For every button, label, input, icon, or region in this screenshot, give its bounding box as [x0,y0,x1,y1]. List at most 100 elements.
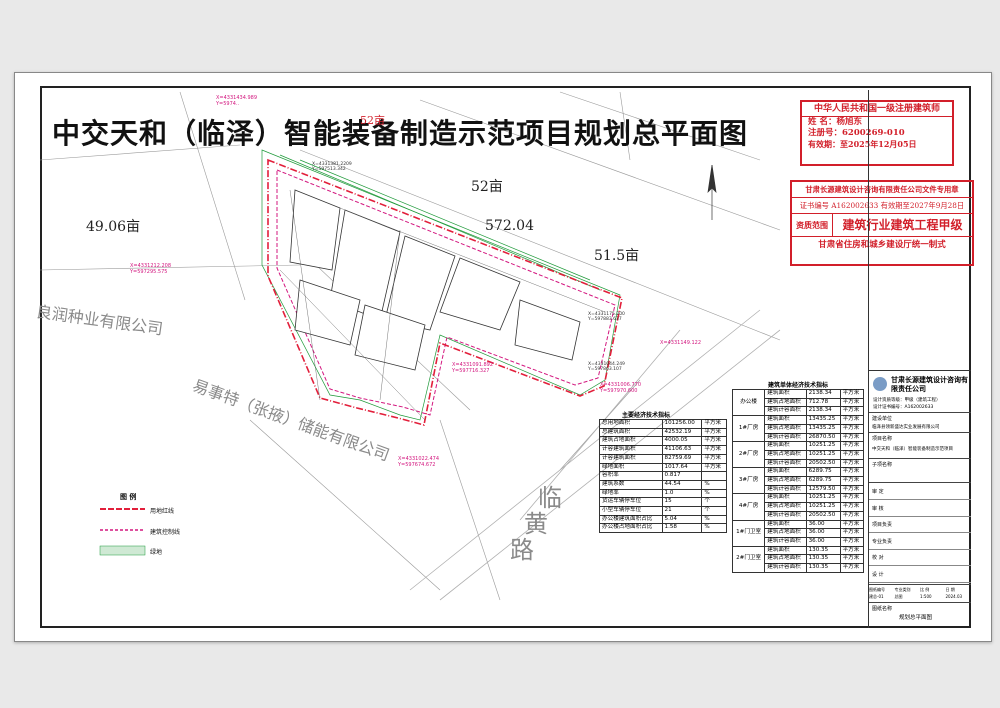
table-cell: 44.54 [661,479,703,490]
table-cell: 建筑面积 [764,467,807,478]
project-row: 项目名称 中交天和（临泽）智能装备制造示范项目 [869,432,971,459]
table-cell: 平方米 [839,467,865,478]
info-cell: 图纸编号建总-01 [869,586,894,600]
table-cell: 6289.75 [805,476,841,486]
table-cell: 建筑计容面积 [764,484,807,495]
coord-label: X=4331091.892 Y=597716.327 [452,362,494,374]
client-value: 临泽县领新盛达实业发展有限公司 [872,425,940,430]
client-row: 建设单位 临泽县领新盛达实业发展有限公司 [869,412,971,433]
table-cell: 建筑计容面积 [764,458,807,469]
architect-seal: 中华人民共和国一级注册建筑师 姓 名：杨旭东 注册号：6200269-010 有… [800,100,954,166]
sub-project-label: 子项名称 [872,462,893,468]
table-cell: 130.35 [805,563,841,573]
table-cell: 建筑计容面积 [764,406,807,417]
table-cell: 个 [701,497,727,508]
table-cell: 2138.34 [805,389,841,399]
drawing-name: 规划总平面图 [899,615,933,621]
drawing-frame [40,86,971,628]
sign-row: 设 计 [869,566,971,583]
table-cell: 42532.19 [661,427,703,438]
building-group-name: 2#门卫室 [731,545,766,573]
info-value: 建总-01 [869,594,884,599]
table-cell: % [701,488,727,499]
building-group-name: 3#厂房 [731,467,766,495]
sign-row-label: 设 计 [872,571,884,578]
table-cell: 6289.75 [805,467,841,478]
table-cell: 货运车辆停车位 [599,497,663,508]
project-value: 中交天和（临泽）智能装备制造示范项目 [872,447,953,452]
client-label: 建设单位 [872,416,893,422]
table-cell: 建筑计容面积 [764,432,807,443]
table-cell: 15 [661,497,703,508]
table-cell: 计容建筑面积 [599,453,663,464]
table-cell: 平方米 [839,441,865,451]
building-control-line [276,169,616,416]
table-cell: 26870.50 [805,432,841,443]
table-cell: 建筑面积 [764,389,807,399]
table-cell: 平方米 [839,415,865,425]
sign-row: 审 核 [869,500,971,517]
table-cell: 平方米 [839,502,865,512]
company-seal-title: 甘肃长源建筑设计咨询有限责任公司文件专用章 [792,182,972,198]
table-cell: 平方米 [839,432,865,443]
table-cell [701,471,727,481]
info-label: 比 例 [920,587,930,592]
sign-row: 审 定 [869,483,971,500]
table-cell: 4000.05 [661,436,703,447]
company-qualification: 设计资质等级：甲级（建筑工程） [873,398,941,403]
table-cell: 21 [661,506,703,516]
coord-label: X=4331044.249 Y=597863.107 [588,362,625,372]
parcel-lines [39,91,781,601]
qualification-label: 资质范围 [792,214,833,236]
table-cell: 平方米 [839,449,865,460]
table-cell: 建筑面积 [764,519,807,530]
road-label-lin: 临 [538,484,562,512]
table-cell: 平方米 [839,389,865,399]
table-cell: 建筑面积 [764,415,807,425]
table-cell: 平方米 [701,436,727,447]
legend-item-control-line: 建筑控制线 [150,529,181,536]
table-cell: 5.04 [661,514,703,525]
table-cell: 10251.25 [805,441,841,451]
table-cell: 1.58 [661,523,703,534]
company-qualification-seal: 甘肃长源建筑设计咨询有限责任公司文件专用章 证书编号 A162002633 有效… [790,180,974,266]
table-cell: 10251.25 [805,449,841,460]
architect-seal-title: 中华人民共和国一级注册建筑师 [802,102,952,117]
table-cell: 建筑计容面积 [764,536,807,547]
table-cell: 712.78 [805,397,841,408]
sign-row-label: 专业负责 [872,538,893,545]
table-cell: % [701,523,727,534]
architect-name: 姓 名：杨旭东 [808,117,862,127]
coord-label: X=4331434.989 Y=5974.. [216,95,258,107]
table-cell: 平方米 [701,462,727,473]
green-area-lines [261,149,621,421]
table-cell: 平方米 [839,493,865,504]
table-cell: 建筑系数 [599,479,663,490]
info-cell: 专业类别总图 [895,586,920,600]
title-block-company: 甘肃长源建筑设计咨询有限责任公司 设计资质等级：甲级（建筑工程） 设计证书编号：… [869,370,971,413]
table-cell: 平方米 [701,453,727,464]
table-cell: 20502.50 [805,458,841,469]
table-cell: 41106.63 [661,445,703,455]
table-cell: 建筑面积 [764,493,807,504]
acre-label-52-top: 52亩 [360,114,385,127]
table-cell: 平方米 [839,545,865,556]
table-cell: 平方米 [839,563,865,573]
